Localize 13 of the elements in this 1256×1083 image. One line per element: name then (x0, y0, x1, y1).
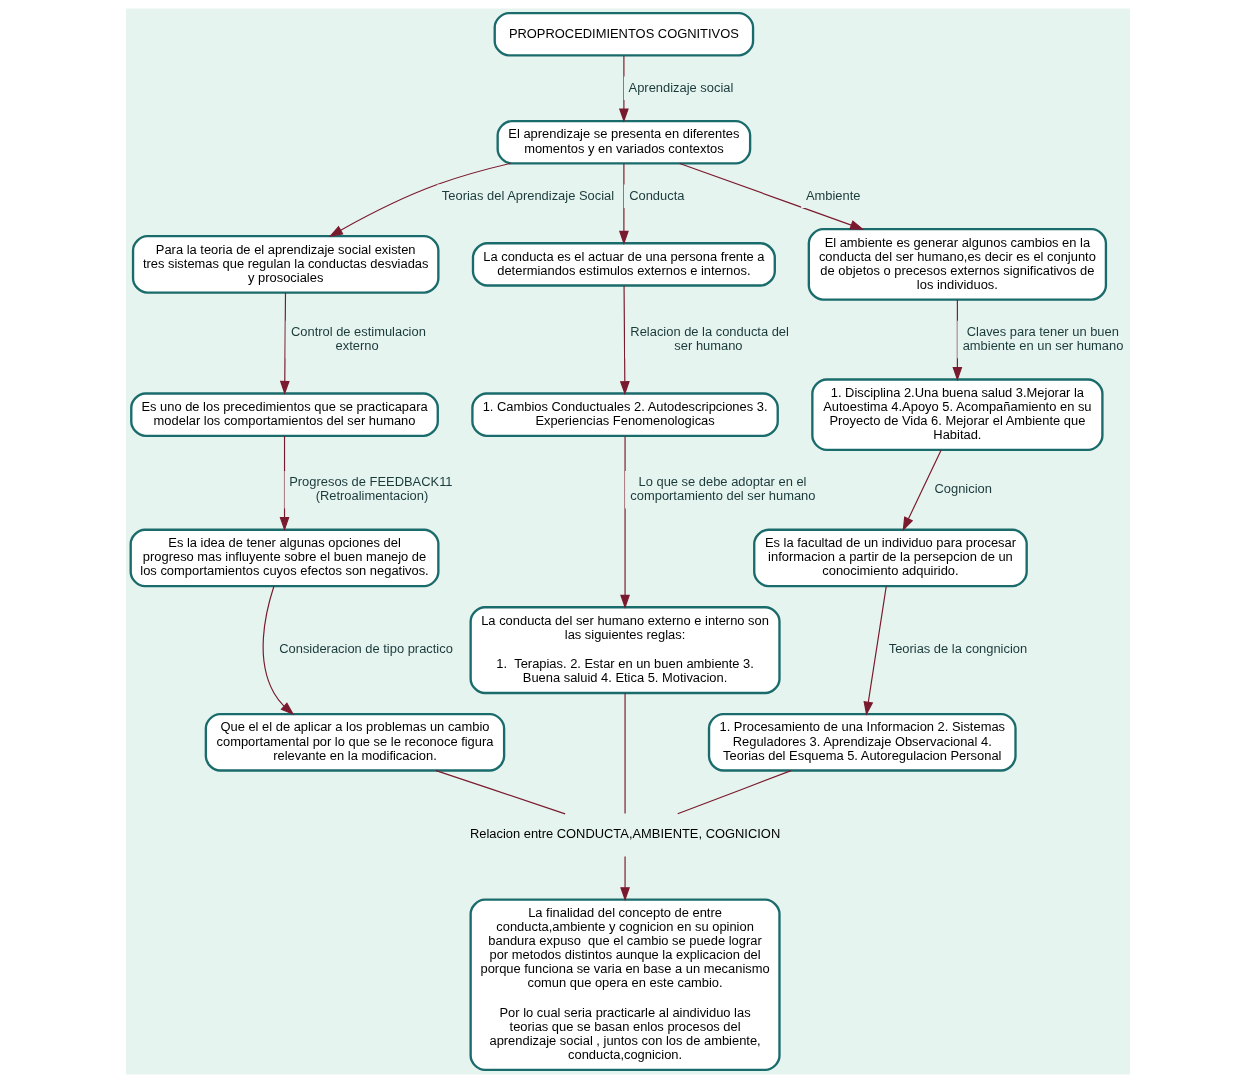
edge-label: Relacion de la conducta del ser humano (630, 323, 789, 353)
edge-label: Aprendizaje social (628, 79, 734, 95)
edge-label: Lo que se debe adoptar en el comportamiento del ser humano (630, 474, 816, 504)
edge-label: Ambiente (805, 187, 861, 203)
node-text: Relacion entre CONDUCTA,AMBIENTE, COGNICION (469, 826, 781, 842)
edge-label: Cognicion (934, 481, 992, 497)
edge-label: Conducta (629, 187, 685, 203)
edge-label: Progresos de FEEDBACK11 (Retroalimentacion) (289, 474, 453, 504)
edge-label: Control de estimulacion externo (290, 323, 426, 353)
edge-label: Consideracion de tipo practico (279, 641, 453, 657)
edge-label: Teorias del Aprendizaje Social (441, 187, 615, 203)
edge-label: Claves para tener un buen ambiente en un ser humano (962, 323, 1124, 353)
edge-label: Teorias de la congnicion (888, 641, 1028, 657)
